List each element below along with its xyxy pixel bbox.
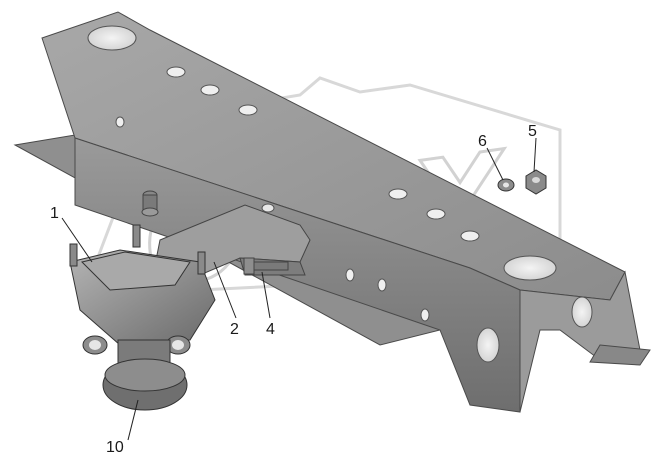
leader-line-1 xyxy=(61,217,93,263)
leader-line-4 xyxy=(261,271,271,319)
hole xyxy=(238,104,258,116)
callout-labels: 1 2 4 5 6 10 xyxy=(50,123,537,456)
washer-hole xyxy=(503,182,509,188)
bolt xyxy=(243,257,289,275)
large-hole-left xyxy=(87,25,137,51)
hole xyxy=(377,278,387,292)
bracket-side-holes xyxy=(115,116,593,363)
bolt-shank xyxy=(249,261,289,271)
bracket-top-holes xyxy=(87,25,557,281)
nut-hole xyxy=(532,177,540,183)
callout-10: 10 xyxy=(106,439,124,456)
valve-port-opening xyxy=(89,340,101,350)
hole xyxy=(345,268,355,282)
nut xyxy=(525,169,547,195)
hole xyxy=(115,116,125,128)
callout-5: 5 xyxy=(528,123,537,140)
callout-1: 1 xyxy=(50,205,59,222)
fastener-washer xyxy=(141,207,159,217)
callout-4: 4 xyxy=(266,321,275,338)
hole xyxy=(426,208,446,220)
hole xyxy=(420,308,430,322)
plate-fastener xyxy=(141,190,159,217)
valve-cover xyxy=(81,251,191,291)
large-end-hole xyxy=(571,296,593,328)
washer xyxy=(497,178,515,192)
large-side-hole xyxy=(476,327,500,363)
leader-line-6 xyxy=(486,147,504,181)
callout-6: 6 xyxy=(478,133,487,150)
leader-line-10 xyxy=(127,399,139,441)
leader-lines xyxy=(61,137,537,441)
bolt-head xyxy=(243,257,255,275)
callout-2: 2 xyxy=(230,321,239,338)
leader-line-2 xyxy=(213,261,237,319)
hole xyxy=(388,188,408,200)
hole xyxy=(200,84,220,96)
large-hole-right xyxy=(503,255,557,281)
hole xyxy=(166,66,186,78)
exhaust-silencer-top xyxy=(104,358,186,392)
valve-stud xyxy=(69,243,78,267)
hole xyxy=(460,230,480,242)
valve-stud xyxy=(197,251,206,275)
leader-line-5 xyxy=(533,137,537,173)
plate-hole xyxy=(261,203,275,213)
valve-assembly xyxy=(69,224,216,411)
valve-stud xyxy=(132,224,141,248)
valve-port-opening xyxy=(172,340,184,350)
bracket-right-flange xyxy=(589,344,651,366)
